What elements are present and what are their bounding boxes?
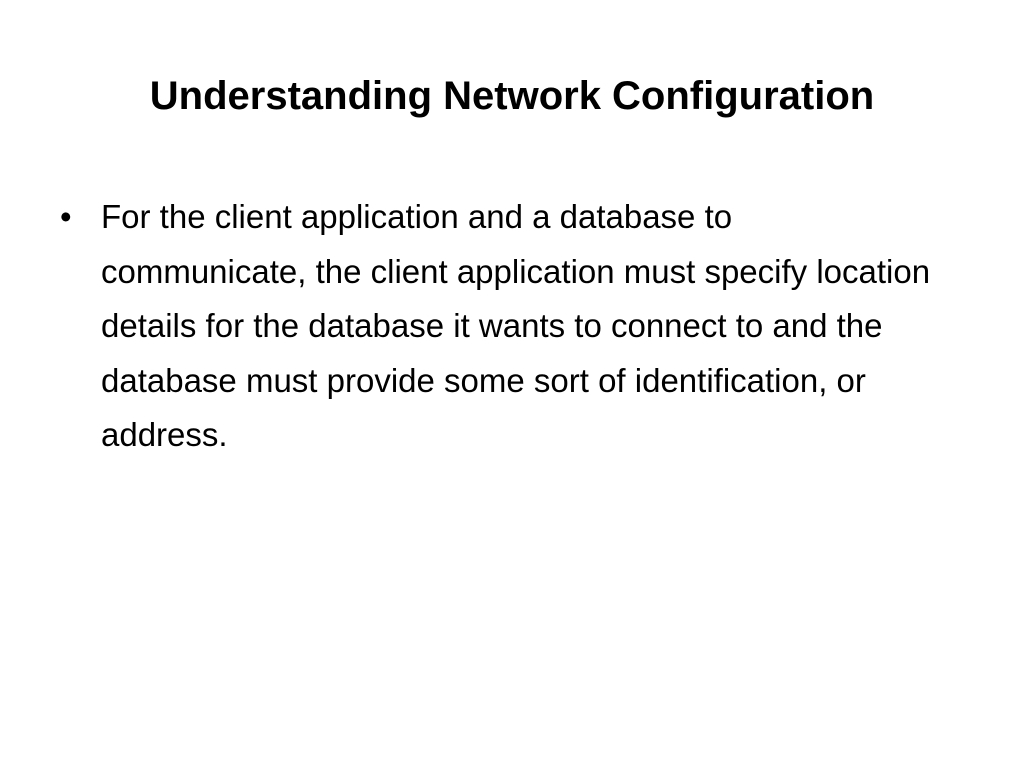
bullet-item: • For the client application and a datab… [60,190,940,463]
bullet-text: For the client application and a databas… [101,198,931,453]
bullet-list: • For the client application and a datab… [60,190,940,463]
bullet-marker: • [60,198,72,235]
slide-title: Understanding Network Configuration [149,74,875,118]
